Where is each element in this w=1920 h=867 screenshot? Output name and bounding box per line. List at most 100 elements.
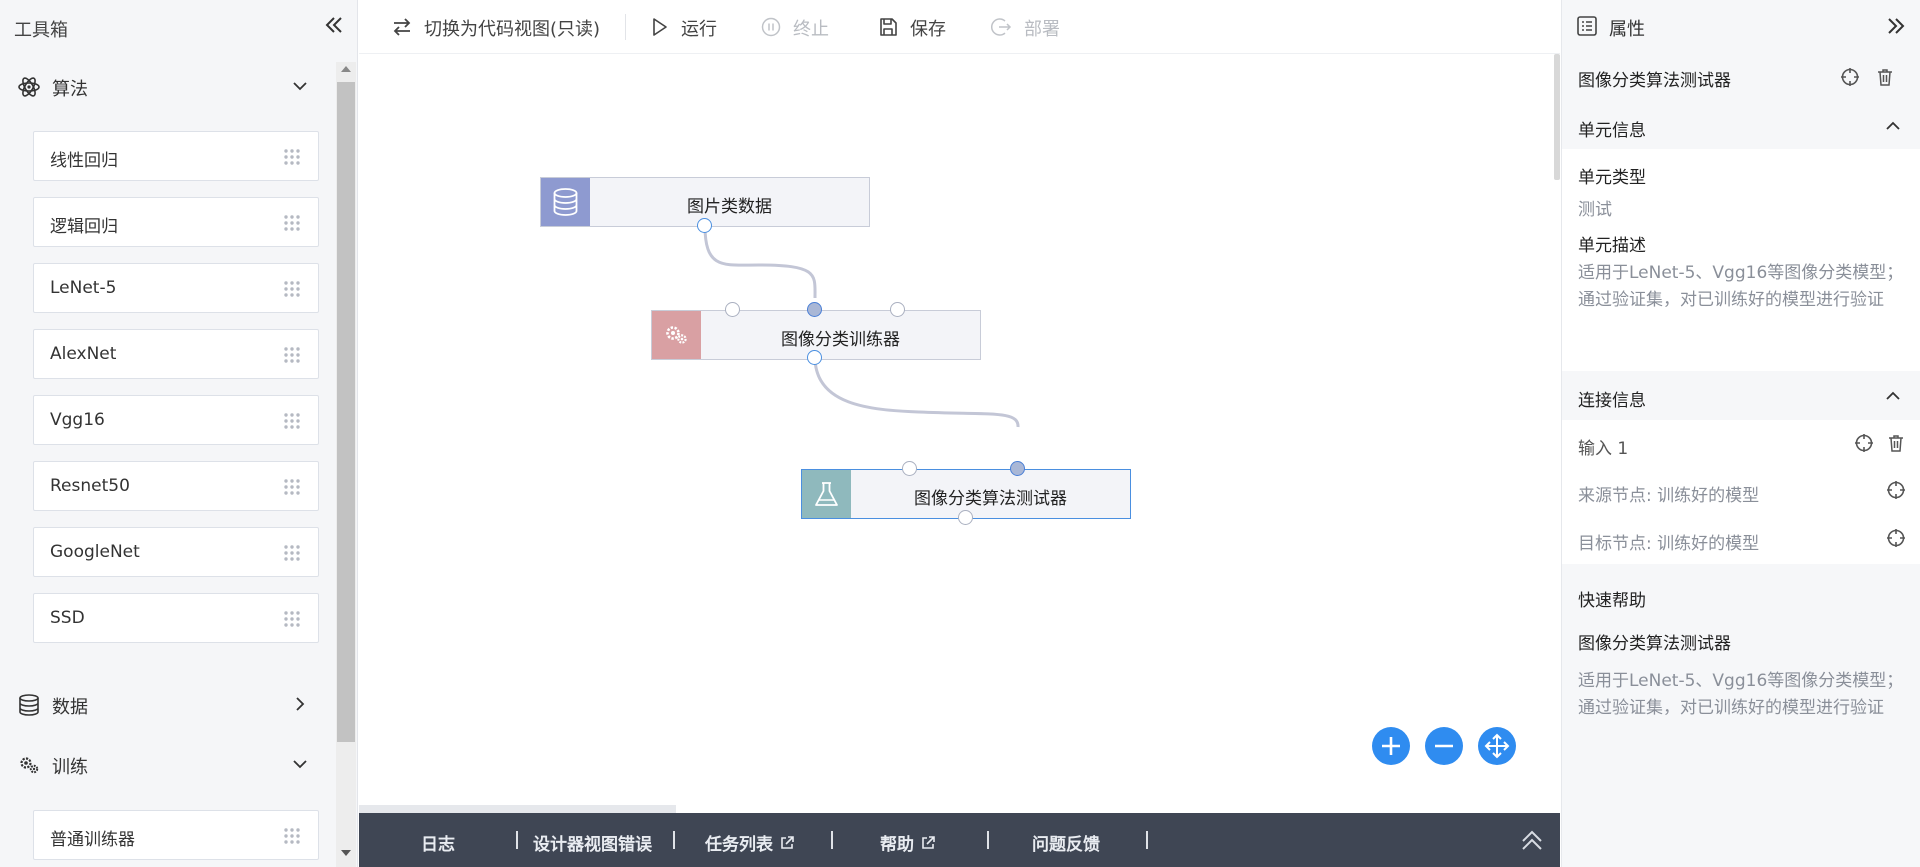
unit-info-body: 单元类型 测试 单元描述 适用于LeNet-5、Vgg16等图像分类模型；通过验… [1562,149,1920,371]
section-training[interactable]: 训练 [0,744,330,784]
gears-icon [666,326,687,344]
tab-log[interactable]: 日志 [421,835,455,855]
properties-panel: 属性 图像分类算法测试器 单元信息 单元类型 测试 单元描述 适用于LeNet-… [1561,0,1920,867]
input-port-connected[interactable] [807,302,822,317]
run-button[interactable]: 运行 [648,14,728,40]
designer-toolbar: 切换为代码视图(只读) 运行 终止 保存 部署 [359,0,1560,54]
input-port[interactable] [890,302,905,317]
section-unit-info-header[interactable]: 单元信息 [1562,103,1920,149]
external-link-icon [781,836,794,849]
pause-circle-icon [761,17,781,37]
tool-item[interactable]: Resnet50 [33,461,319,511]
scroll-down-arrow[interactable] [341,850,351,856]
double-chevron-up-icon[interactable] [1519,827,1545,853]
input-port[interactable] [902,461,917,476]
node-image-classifier-tester[interactable]: 图像分类算法测试器 [801,469,1131,519]
chevron-up-icon [1886,121,1900,130]
scrollbar-thumb[interactable] [337,82,355,742]
edge-layer [703,225,1020,428]
scroll-up-arrow[interactable] [341,66,351,72]
unit-desc-value: 适用于LeNet-5、Vgg16等图像分类模型；通过验证集，对已训练好的模型进行… [1578,263,1904,310]
chevron-down-icon [293,82,307,91]
tool-item[interactable]: Vgg16 [33,395,319,445]
quick-help-text: 适用于LeNet-5、Vgg16等图像分类模型；通过验证集，对已训练好的模型进行… [1578,671,1904,718]
node-icon-box [541,178,590,226]
output-port[interactable] [697,218,712,233]
toolbox-title: 工具箱 [14,20,68,41]
properties-header: 属性 [1562,0,1920,52]
tool-item-label: AlexNet [50,344,117,364]
trash-icon[interactable] [1875,67,1895,87]
input-port[interactable] [725,302,740,317]
tool-item[interactable]: SSD [33,593,319,643]
double-chevron-right-icon[interactable] [1884,14,1908,38]
section-connection-info-header[interactable]: 连接信息 [1562,373,1920,419]
edge-connector [703,225,817,299]
tool-item[interactable]: LeNet-5 [33,263,319,313]
drag-handle-icon[interactable] [283,610,301,628]
toolbox-scrollbar[interactable] [336,62,356,867]
tool-item[interactable]: GoogleNet [33,527,319,577]
trash-icon[interactable] [1886,433,1906,453]
designer-canvas[interactable]: 图片类数据 图像分类训练器 图像分类算法测试器 [359,55,1560,813]
unit-type-value: 测试 [1578,200,1612,220]
locate-icon[interactable] [1886,528,1906,548]
deploy-button[interactable]: 部署 [991,14,1071,40]
locate-icon[interactable] [1840,67,1860,87]
drag-handle-icon[interactable] [283,412,301,430]
stop-button[interactable]: 终止 [760,14,840,40]
tool-item-label: LeNet-5 [50,278,117,298]
locate-icon[interactable] [1886,480,1906,500]
node-image-data[interactable]: 图片类数据 [540,177,870,227]
drag-handle-icon[interactable] [283,346,301,364]
unit-desc-label: 单元描述 [1578,236,1646,256]
drag-handle-icon[interactable] [283,214,301,232]
zoom-out-button[interactable] [1425,727,1463,765]
gears-icon [20,757,39,774]
drag-handle-icon[interactable] [283,148,301,166]
fit-view-button[interactable] [1478,727,1516,765]
quick-help-node-name: 图像分类算法测试器 [1578,634,1731,654]
database-icon [19,694,39,716]
double-chevron-left-icon[interactable] [322,13,346,37]
connection-input: 输入 1 [1578,439,1629,459]
tool-item[interactable]: 线性回归 [33,131,319,181]
drag-handle-icon[interactable] [283,478,301,496]
tool-item[interactable]: AlexNet [33,329,319,379]
save-button[interactable]: 保存 [877,14,957,40]
external-link-icon [922,836,935,849]
drag-handle-icon[interactable] [283,544,301,562]
tool-item[interactable]: 普通训练器 [33,810,319,860]
flask-icon [815,482,838,506]
edge-connector [813,356,1020,428]
output-port[interactable] [807,350,822,365]
tab-divider [673,831,675,849]
canvas-scrollbar[interactable] [1554,54,1560,180]
drag-handle-icon[interactable] [283,280,301,298]
tab-help[interactable]: 帮助 [880,830,936,855]
locate-icon[interactable] [1854,433,1874,453]
horizontal-scroll-thumb[interactable] [359,805,676,813]
tool-item-label: 普通训练器 [50,830,135,850]
button-label: 运行 [681,19,717,40]
toolbar-divider [625,14,626,40]
tab-task-list[interactable]: 任务列表 [705,830,795,855]
chevron-right-icon [296,697,305,711]
tab-feedback[interactable]: 问题反馈 [1032,835,1100,855]
section-data[interactable]: 数据 [0,684,330,724]
button-label: 终止 [793,19,829,40]
node-label: 图片类数据 [687,197,772,217]
section-algorithm[interactable]: 算法 [0,66,330,106]
toolbox-panel: 工具箱 算法 线性回归 逻辑回归 LeNet-5 AlexNet Vgg16 [0,0,358,867]
switch-code-view-button[interactable]: 切换为代码视图(只读) [391,14,611,40]
drag-handle-icon[interactable] [283,827,301,845]
zoom-in-button[interactable] [1372,727,1410,765]
swap-icon [393,18,411,36]
tool-item[interactable]: 逻辑回归 [33,197,319,247]
tab-designer-errors[interactable]: 设计器视图错误 [533,835,652,855]
plus-icon [1382,737,1400,755]
output-port[interactable] [958,510,973,525]
input-port-connected[interactable] [1010,461,1025,476]
tab-divider [987,831,989,849]
bottom-panel-bar: 日志 设计器视图错误 任务列表 帮助 问题反馈 [359,805,1560,867]
